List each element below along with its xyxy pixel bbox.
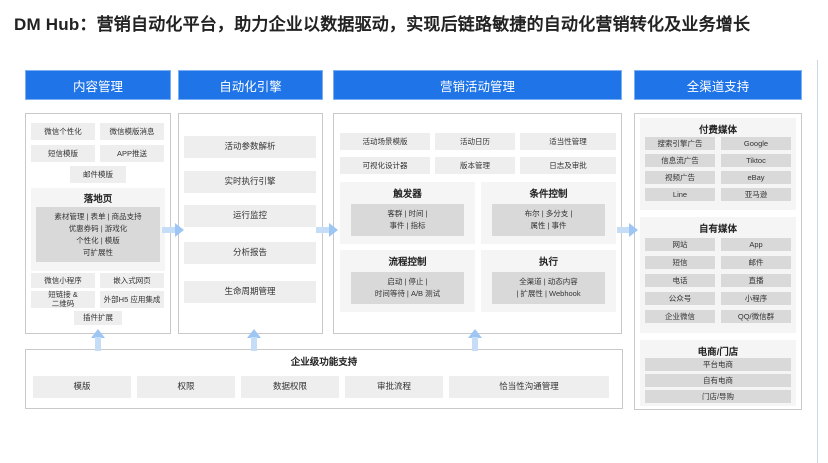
plugin-extension-item: 插件扩展 bbox=[74, 311, 122, 325]
scene-template-item: 活动场景模版 bbox=[340, 133, 430, 150]
channel-item: App bbox=[721, 238, 791, 251]
version-management-item: 版本管理 bbox=[435, 157, 515, 174]
channel-item: 搜索引擎广告 bbox=[645, 137, 715, 150]
wechat-personalization-item: 微信个性化 bbox=[31, 123, 95, 140]
arrow-up-icon bbox=[91, 329, 105, 338]
enterprise-item: 审批流程 bbox=[345, 376, 443, 398]
ecommerce-title: 电商/门店 bbox=[697, 347, 739, 358]
channel-item: 短信 bbox=[645, 256, 715, 269]
execution-line: 全渠道 | 动态内容 bbox=[519, 277, 578, 286]
channel-item: 企业微信 bbox=[645, 310, 715, 323]
campaign-management-header: 营销活动管理 bbox=[333, 70, 622, 100]
trigger-options: 客群 | 时间 | 事件 | 指标 bbox=[351, 204, 464, 236]
channel-item: 门店/导购 bbox=[645, 390, 791, 403]
enterprise-item: 模版 bbox=[33, 376, 131, 398]
analysis-report-item: 分析报告 bbox=[184, 242, 316, 264]
channel-item: 电话 bbox=[645, 274, 715, 287]
flow-line: 启动 | 停止 | bbox=[387, 277, 428, 286]
trigger-title: 触发器 bbox=[393, 189, 422, 200]
channel-item: QQ/微信群 bbox=[721, 310, 791, 323]
flow-control-title: 流程控制 bbox=[388, 257, 427, 268]
channel-item: 自有电商 bbox=[645, 374, 791, 387]
page-title: DM Hub：营销自动化平台，助力企业以数据驱动，实现后链路敏捷的自动化营销转化… bbox=[14, 15, 751, 34]
omnichannel-header: 全渠道支持 bbox=[634, 70, 802, 100]
sms-template-item: 短信模版 bbox=[31, 145, 95, 162]
wechat-template-item: 微信模版消息 bbox=[100, 123, 164, 140]
channel-item: 小程序 bbox=[721, 292, 791, 305]
realtime-engine-item: 实时执行引擎 bbox=[184, 171, 316, 193]
execution-title: 执行 bbox=[538, 257, 558, 268]
activity-param-parsing-item: 活动参数解析 bbox=[184, 136, 316, 158]
condition-line: 属性 | 事件 bbox=[530, 221, 567, 230]
email-template-item: 邮件模版 bbox=[70, 166, 126, 183]
channel-item: 信息流广告 bbox=[645, 154, 715, 167]
enterprise-item: 权限 bbox=[137, 376, 235, 398]
arrow-up-icon bbox=[468, 329, 482, 338]
flow-control-options: 启动 | 停止 | 时间等待 | A/B 测试 bbox=[351, 272, 464, 304]
paid-media-title: 付费媒体 bbox=[698, 125, 737, 136]
lifecycle-management-item: 生命周期管理 bbox=[184, 281, 316, 303]
mini-program-item: 微信小程序 bbox=[31, 273, 95, 288]
edge-line bbox=[817, 60, 818, 463]
channel-item: 视频广告 bbox=[645, 171, 715, 184]
short-link-qrcode-item: 短链接 & 二维码 bbox=[31, 291, 95, 308]
condition-options: 布尔 | 多分支 | 属性 | 事件 bbox=[492, 204, 605, 236]
channel-item: 亚马逊 bbox=[721, 188, 791, 201]
channel-item: Google bbox=[721, 137, 791, 150]
channel-item: Line bbox=[645, 188, 715, 201]
arrow-up-icon bbox=[247, 329, 261, 338]
embedded-webpage-item: 嵌入式网页 bbox=[100, 273, 164, 288]
arrow-right-icon bbox=[316, 227, 330, 233]
landing-line: 素材管理 | 表单 | 商品支持 bbox=[54, 211, 142, 221]
arrow-up-icon bbox=[251, 337, 257, 351]
trigger-line: 客群 | 时间 | bbox=[387, 209, 428, 218]
owned-media-title: 自有媒体 bbox=[698, 224, 737, 235]
arrow-up-icon bbox=[472, 337, 478, 351]
automation-engine-header: 自动化引擎 bbox=[178, 70, 323, 100]
enterprise-support-title: 企业级功能支持 bbox=[290, 357, 358, 368]
execution-line: | 扩展性 | Webhook bbox=[516, 289, 581, 298]
channel-item: 网站 bbox=[645, 238, 715, 251]
channel-item: 邮件 bbox=[721, 256, 791, 269]
condition-title: 条件控制 bbox=[529, 189, 568, 200]
visual-designer-item: 可视化设计器 bbox=[340, 157, 430, 174]
channel-item: 平台电商 bbox=[645, 358, 791, 371]
landing-line: 个性化 | 模版 bbox=[76, 235, 120, 245]
channel-item: 公众号 bbox=[645, 292, 715, 305]
app-push-item: APP推送 bbox=[100, 145, 164, 162]
channel-item: 直播 bbox=[721, 274, 791, 287]
appropriateness-item: 适当性管理 bbox=[520, 133, 616, 150]
enterprise-item: 数据权限 bbox=[241, 376, 339, 398]
arrow-right-icon bbox=[329, 223, 338, 237]
external-h5-item: 外部H5 应用集成 bbox=[100, 291, 164, 308]
content-management-header: 内容管理 bbox=[25, 70, 171, 100]
arrow-right-icon bbox=[175, 223, 184, 237]
channel-item: eBay bbox=[721, 171, 791, 184]
arrow-right-icon bbox=[162, 227, 176, 233]
arrow-right-icon bbox=[617, 227, 630, 233]
log-approval-item: 日志及审批 bbox=[520, 157, 616, 174]
trigger-line: 事件 | 指标 bbox=[389, 221, 426, 230]
activity-calendar-item: 活动日历 bbox=[435, 133, 515, 150]
runtime-monitor-item: 运行监控 bbox=[184, 205, 316, 227]
enterprise-item: 恰当性沟通管理 bbox=[449, 376, 609, 398]
channel-item: Tiktoc bbox=[721, 154, 791, 167]
landing-line: 优惠券码 | 游戏化 bbox=[68, 223, 128, 233]
landing-page-title: 落地页 bbox=[83, 194, 113, 205]
flow-line: 时间等待 | A/B 测试 bbox=[374, 289, 441, 298]
execution-options: 全渠道 | 动态内容 | 扩展性 | Webhook bbox=[492, 272, 605, 304]
arrow-up-icon bbox=[95, 337, 101, 351]
landing-page-features: 素材管理 | 表单 | 商品支持 优惠券码 | 游戏化 个性化 | 模版 可扩展… bbox=[36, 207, 160, 262]
condition-line: 布尔 | 多分支 | bbox=[524, 209, 573, 218]
arrow-right-icon bbox=[629, 223, 638, 237]
landing-line: 可扩展性 bbox=[83, 247, 113, 257]
